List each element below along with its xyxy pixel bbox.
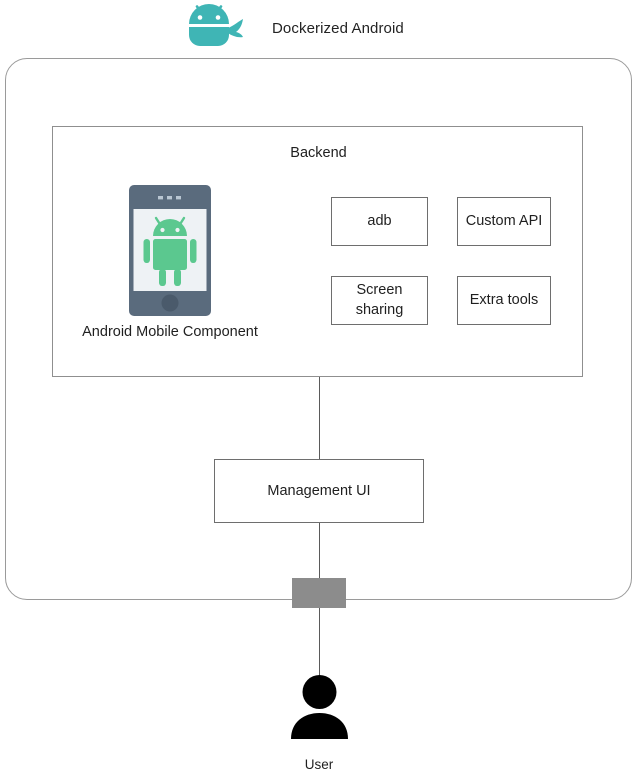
- screen-sharing-line1: Screen: [356, 282, 403, 299]
- feature-label-extra-tools: Extra tools: [469, 291, 539, 308]
- connector-port-to-user: [319, 607, 321, 679]
- feature-label-custom-api: Custom API: [465, 212, 543, 229]
- android-mobile-component-icon: [129, 185, 211, 316]
- feature-box-extra-tools[interactable]: Extra tools: [457, 276, 551, 325]
- feature-box-screen-sharing[interactable]: Screen sharing: [331, 276, 428, 325]
- feature-box-adb[interactable]: adb: [331, 197, 428, 246]
- docker-android-whale-icon: [189, 4, 243, 46]
- exposed-port-rect: [292, 578, 346, 608]
- diagram-title-row: Dockerized Android: [0, 0, 640, 56]
- feature-label-screen-sharing: Screen sharing: [356, 281, 404, 319]
- home-button-icon: [161, 294, 179, 312]
- android-robot-icon: [143, 216, 197, 286]
- android-mobile-component-label: Android Mobile Component: [82, 324, 258, 340]
- management-ui-label: Management UI: [267, 483, 371, 499]
- user-label: User: [304, 757, 334, 772]
- management-ui-box[interactable]: Management UI: [214, 459, 424, 523]
- screen-sharing-line2: sharing: [355, 301, 404, 318]
- feature-label-adb: adb: [367, 212, 392, 229]
- backend-label: Backend: [290, 145, 347, 161]
- speaker-dots-icon: [158, 196, 181, 200]
- page-title: Dockerized Android: [272, 20, 404, 37]
- connector-backend-to-management-ui: [319, 377, 321, 459]
- feature-box-custom-api[interactable]: Custom API: [457, 197, 551, 246]
- user-actor-icon: [291, 675, 348, 739]
- connector-management-ui-to-port: [319, 523, 321, 579]
